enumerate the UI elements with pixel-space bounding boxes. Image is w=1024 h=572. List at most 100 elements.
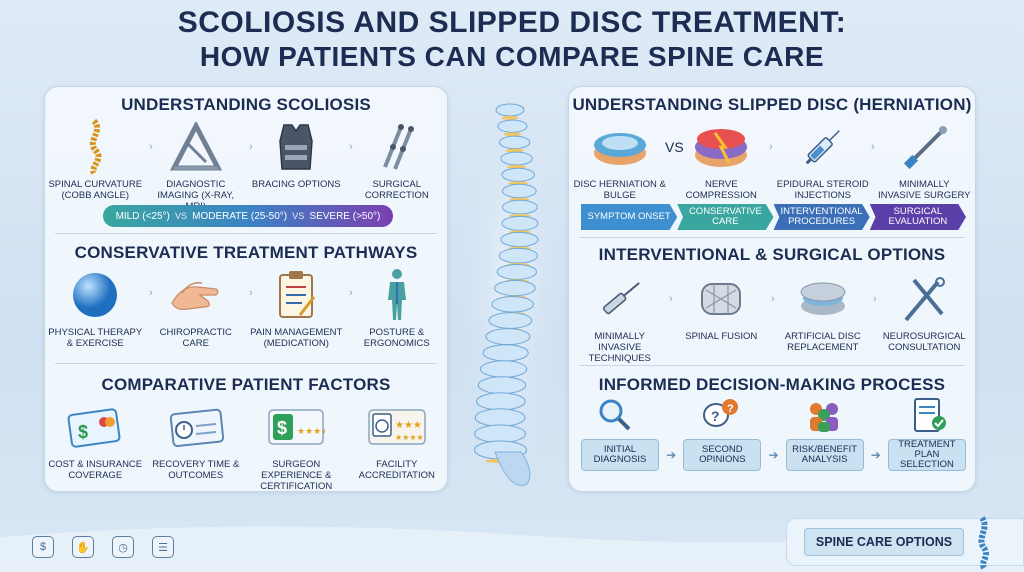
chevron-right-icon: › [873, 293, 877, 305]
disc-process-bar: SYMPTOM ONSET CONSERVATIVE CARE INTERVEN… [581, 204, 966, 230]
hands-icon [166, 267, 226, 323]
spine-illustration [455, 92, 565, 492]
page-title: SCOLIOSIS AND SLIPPED DISC TREATMENT: [177, 6, 847, 39]
footer-wave [0, 526, 1024, 572]
vertebra [488, 312, 533, 329]
process-step: SYMPTOM ONSET [581, 204, 678, 230]
vertebra [498, 247, 538, 264]
magnifier-icon [595, 397, 635, 433]
syringe-icon [793, 119, 853, 175]
fusion-cage-icon [691, 271, 751, 327]
svg-text:★★★★: ★★★★ [297, 427, 325, 437]
hand-icon: ✋ [72, 536, 94, 558]
decision-section: INFORMED DECISION-MAKING PROCESS [569, 375, 975, 395]
scale-vs: VS [175, 211, 188, 221]
vertebra [500, 151, 533, 166]
item-recovery: RECOVERY TIME & OUTCOMES [148, 399, 244, 492]
item-diagnostic-imaging: DIAGNOSTIC IMAGING (X-RAY, MRI) [148, 119, 244, 212]
item-label: MINIMALLY INVASIVE SURGERY [877, 179, 971, 201]
vertebra [501, 183, 537, 199]
vertebra [501, 199, 538, 215]
scoliosis-title: UNDERSTANDING SCOLIOSIS [121, 95, 371, 114]
vertebra [501, 167, 535, 182]
vertebra [476, 392, 526, 411]
exercise-ball-icon [65, 267, 125, 323]
item-cost-insurance: $ COST & INSURANCE COVERAGE [47, 399, 143, 492]
cobb-angle-scale: MILD (<25°) VS MODERATE (25-50°) VS SEVE… [103, 205, 393, 227]
scale-moderate: MODERATE (25-50°) [192, 210, 288, 222]
divider [579, 237, 965, 238]
vertebra [498, 135, 531, 150]
item-surgeon-experience: $ ★★★★ SURGEON EXPERIENCE & CERTIFICATIO… [248, 399, 344, 492]
chevron-right-icon: › [149, 287, 153, 299]
chevron-right-icon: › [349, 287, 353, 299]
vertebra [480, 360, 528, 378]
item-label: SPINAL CURVATURE (COBB ANGLE) [48, 179, 143, 201]
vs-label: VS [665, 139, 684, 155]
item-label: EPIDURAL STEROID INJECTIONS [776, 179, 869, 201]
item-label: PHYSICAL THERAPY & EXERCISE [48, 327, 143, 349]
item-bracing: BRACING OPTIONS [248, 119, 344, 212]
vertebra [482, 344, 529, 362]
spine-logo-icon [978, 516, 989, 570]
body-posture-icon [367, 267, 427, 323]
item-label: SURGEON EXPERIENCE & CERTIFICATION [260, 459, 333, 492]
svg-text:$: $ [78, 422, 88, 442]
header: SCOLIOSIS AND SLIPPED DISC TREATMENT: HO… [0, 6, 1024, 74]
intervertebral-disc [501, 116, 519, 120]
scoliosis-items: SPINAL CURVATURE (COBB ANGLE) DIAGNOSTIC… [45, 119, 447, 212]
divider [55, 363, 437, 364]
svg-text:?: ? [727, 403, 734, 415]
clock-card-icon [166, 399, 226, 455]
item-facility: ★★★ ★★★★ FACILITY ACCREDITATION [349, 399, 445, 492]
svg-text:$: $ [277, 418, 287, 438]
vertebra [491, 296, 535, 313]
dollar-icon: $ [32, 536, 54, 558]
item-label: NEUROSURGICAL CONSULTATION [882, 331, 966, 353]
process-step: SURGICAL EVALUATION [869, 204, 966, 230]
scale-mild: MILD (<25°) [115, 210, 170, 222]
surgical-rods-icon [367, 119, 427, 175]
measurement-triangle-icon [166, 119, 226, 175]
chevron-right-icon: › [249, 141, 253, 153]
scale-vs: VS [292, 211, 305, 221]
item-surgical-correction: SURGICAL CORRECTION [349, 119, 445, 212]
conservative-title: CONSERVATIVE TREATMENT PATHWAYS [74, 243, 418, 262]
scale-severe: SEVERE (>50°) [309, 210, 381, 222]
disc-items: DISC HERNIATION & BULGE NERVE COMPRESSIO… [569, 119, 975, 201]
factors-items: $ COST & INSURANCE COVERAGE RECOVERY TIM… [45, 399, 447, 492]
item-label: NERVE COMPRESSION [685, 179, 757, 201]
vertebra [497, 119, 528, 133]
dollar-rating-icon: $ ★★★★ [266, 399, 326, 455]
vertebra [474, 424, 526, 444]
chevron-right-icon: › [871, 141, 875, 153]
decision-icons: ? ? [569, 397, 975, 433]
chevron-right-icon: › [769, 141, 773, 153]
vertebra [495, 103, 525, 117]
right-panel: UNDERSTANDING SLIPPED DISC (HERNIATION) … [568, 86, 976, 492]
intervertebral-disc [505, 148, 524, 153]
item-epidural-injections: EPIDURAL STEROID INJECTIONS [775, 119, 871, 201]
arrow-right-icon: ➔ [666, 448, 677, 462]
brace-vest-icon [266, 119, 326, 175]
item-label: PAIN MANAGEMENT (MEDICATION) [250, 327, 343, 349]
disc-section: UNDERSTANDING SLIPPED DISC (HERNIATION) [569, 95, 975, 115]
chevron-right-icon: › [771, 293, 775, 305]
arrow-right-icon: ➔ [870, 448, 881, 462]
item-disc-herniation: DISC HERNIATION & BULGE [572, 119, 668, 201]
item-pain-management: PAIN MANAGEMENT (MEDICATION) [248, 267, 344, 349]
item-label: POSTURE & ERGONOMICS [363, 327, 430, 349]
clock-icon: ◷ [112, 536, 134, 558]
surgical-items: MINIMALLY INVASIVE TECHNIQUES SPINAL FUS… [569, 271, 975, 364]
decision-step: INITIAL DIAGNOSIS [581, 439, 659, 471]
item-label: SPINAL FUSION [685, 331, 758, 342]
item-label: CHIROPRACTIC CARE [159, 327, 232, 349]
item-label: ARTIFICIAL DISC REPLACEMENT [784, 331, 861, 353]
vertebra [485, 328, 531, 346]
divider [579, 365, 965, 366]
disc-icon [590, 119, 650, 175]
artificial-disc-icon [793, 271, 853, 327]
item-label: MINIMALLY INVASIVE TECHNIQUES [588, 331, 651, 364]
vertebra [500, 231, 539, 248]
item-minimally-invasive-techniques: MINIMALLY INVASIVE TECHNIQUES [572, 271, 668, 364]
